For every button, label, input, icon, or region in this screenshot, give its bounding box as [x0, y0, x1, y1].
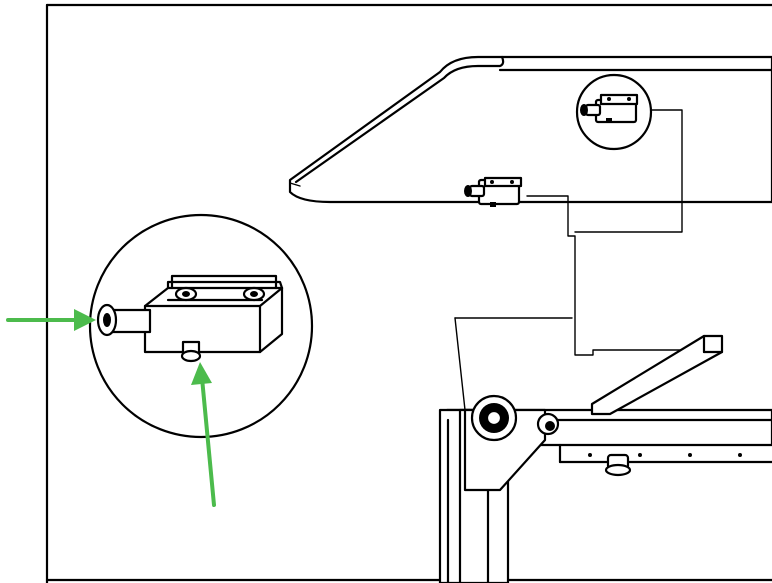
desk-top-panel: [288, 55, 772, 204]
bracket-inset-top: [575, 73, 653, 151]
page-frame: [45, 3, 772, 583]
leg-frame: [438, 334, 772, 583]
arrow-up-icon: [191, 362, 216, 507]
arrow-left-icon: [6, 309, 96, 331]
zoom-detail: [88, 213, 314, 439]
bracket-small: [464, 176, 523, 207]
